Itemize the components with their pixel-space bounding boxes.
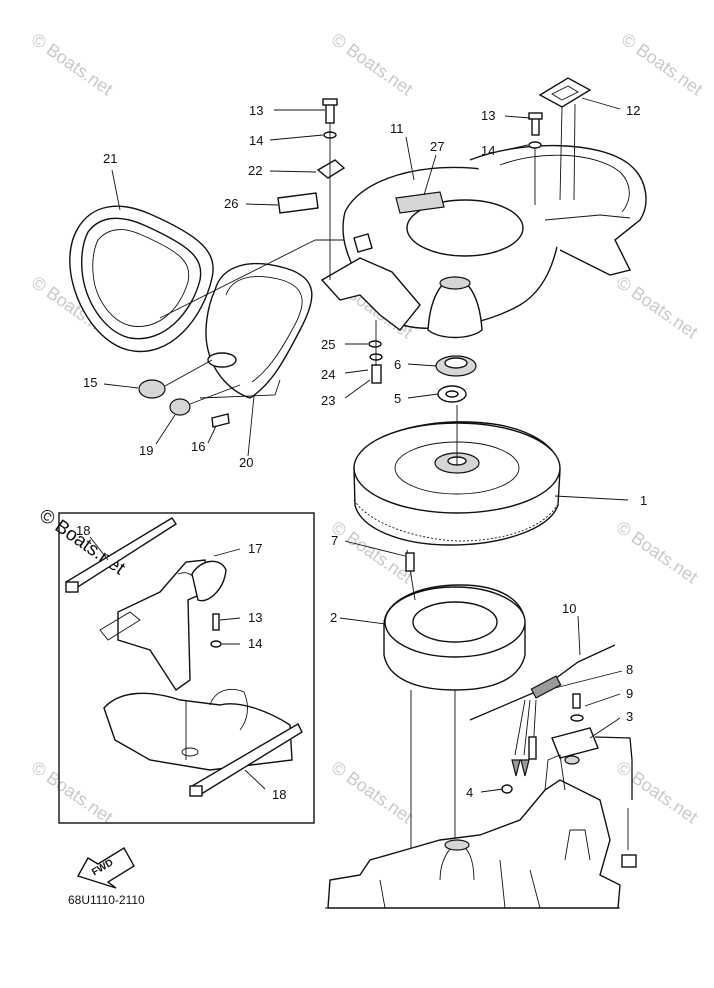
callout-11: 11 bbox=[390, 121, 404, 136]
flywheel bbox=[353, 405, 561, 546]
callout-15: 15 bbox=[83, 375, 97, 390]
wiring bbox=[469, 644, 637, 868]
watermark-8: © Boats.net bbox=[613, 517, 702, 587]
callout-18a: 18 bbox=[76, 523, 90, 538]
callout-6: 6 bbox=[394, 357, 401, 372]
fwd-arrow: FWD bbox=[76, 847, 135, 889]
callout-13c: 13 bbox=[248, 610, 262, 625]
callout-26: 26 bbox=[224, 196, 238, 211]
callouts: 1 2 3 4 5 6 7 8 9 10 11 12 13 13 13 14 1… bbox=[76, 103, 647, 802]
callout-25: 25 bbox=[321, 337, 335, 352]
callout-3: 3 bbox=[626, 709, 633, 724]
callout-5: 5 bbox=[394, 391, 401, 406]
stator bbox=[383, 549, 526, 905]
callout-13b: 13 bbox=[481, 108, 495, 123]
callout-14c: 14 bbox=[248, 636, 262, 651]
callout-17: 17 bbox=[248, 541, 262, 556]
detail-inset bbox=[65, 517, 303, 797]
callout-9: 9 bbox=[626, 686, 633, 701]
watermark-11: © Boats.net bbox=[613, 757, 702, 827]
callout-13a: 13 bbox=[249, 103, 263, 118]
callout-19: 19 bbox=[139, 443, 153, 458]
callout-1: 1 bbox=[640, 493, 647, 508]
silencer-assembly bbox=[69, 77, 647, 428]
callout-20: 20 bbox=[239, 455, 253, 470]
callout-7: 7 bbox=[331, 533, 338, 548]
watermark-9: © Boats.net bbox=[28, 757, 117, 827]
callout-22: 22 bbox=[248, 163, 262, 178]
callout-4: 4 bbox=[466, 785, 473, 800]
callout-8: 8 bbox=[626, 662, 633, 677]
callout-12: 12 bbox=[626, 103, 640, 118]
watermark-3: © Boats.net bbox=[618, 29, 707, 99]
callout-24: 24 bbox=[321, 367, 335, 382]
callout-10: 10 bbox=[562, 601, 576, 616]
callout-21: 21 bbox=[103, 151, 117, 166]
callout-27: 27 bbox=[430, 139, 444, 154]
watermark-1: © Boats.net bbox=[28, 29, 117, 99]
diagram-code: 68U1110-2110 bbox=[68, 893, 145, 907]
callout-14b: 14 bbox=[481, 143, 495, 158]
callout-2: 2 bbox=[330, 610, 337, 625]
callout-23: 23 bbox=[321, 393, 335, 408]
watermark-6: © Boats.net bbox=[613, 272, 702, 342]
callout-14a: 14 bbox=[249, 133, 263, 148]
callout-16: 16 bbox=[191, 439, 205, 454]
watermark-dark: © Boats.net bbox=[35, 505, 129, 580]
callout-18b: 18 bbox=[272, 787, 286, 802]
crankcase bbox=[325, 754, 621, 909]
leader-lines bbox=[89, 97, 629, 793]
detail-inset-frame bbox=[58, 512, 315, 824]
watermark-10: © Boats.net bbox=[328, 757, 417, 827]
watermark-2: © Boats.net bbox=[328, 29, 417, 99]
